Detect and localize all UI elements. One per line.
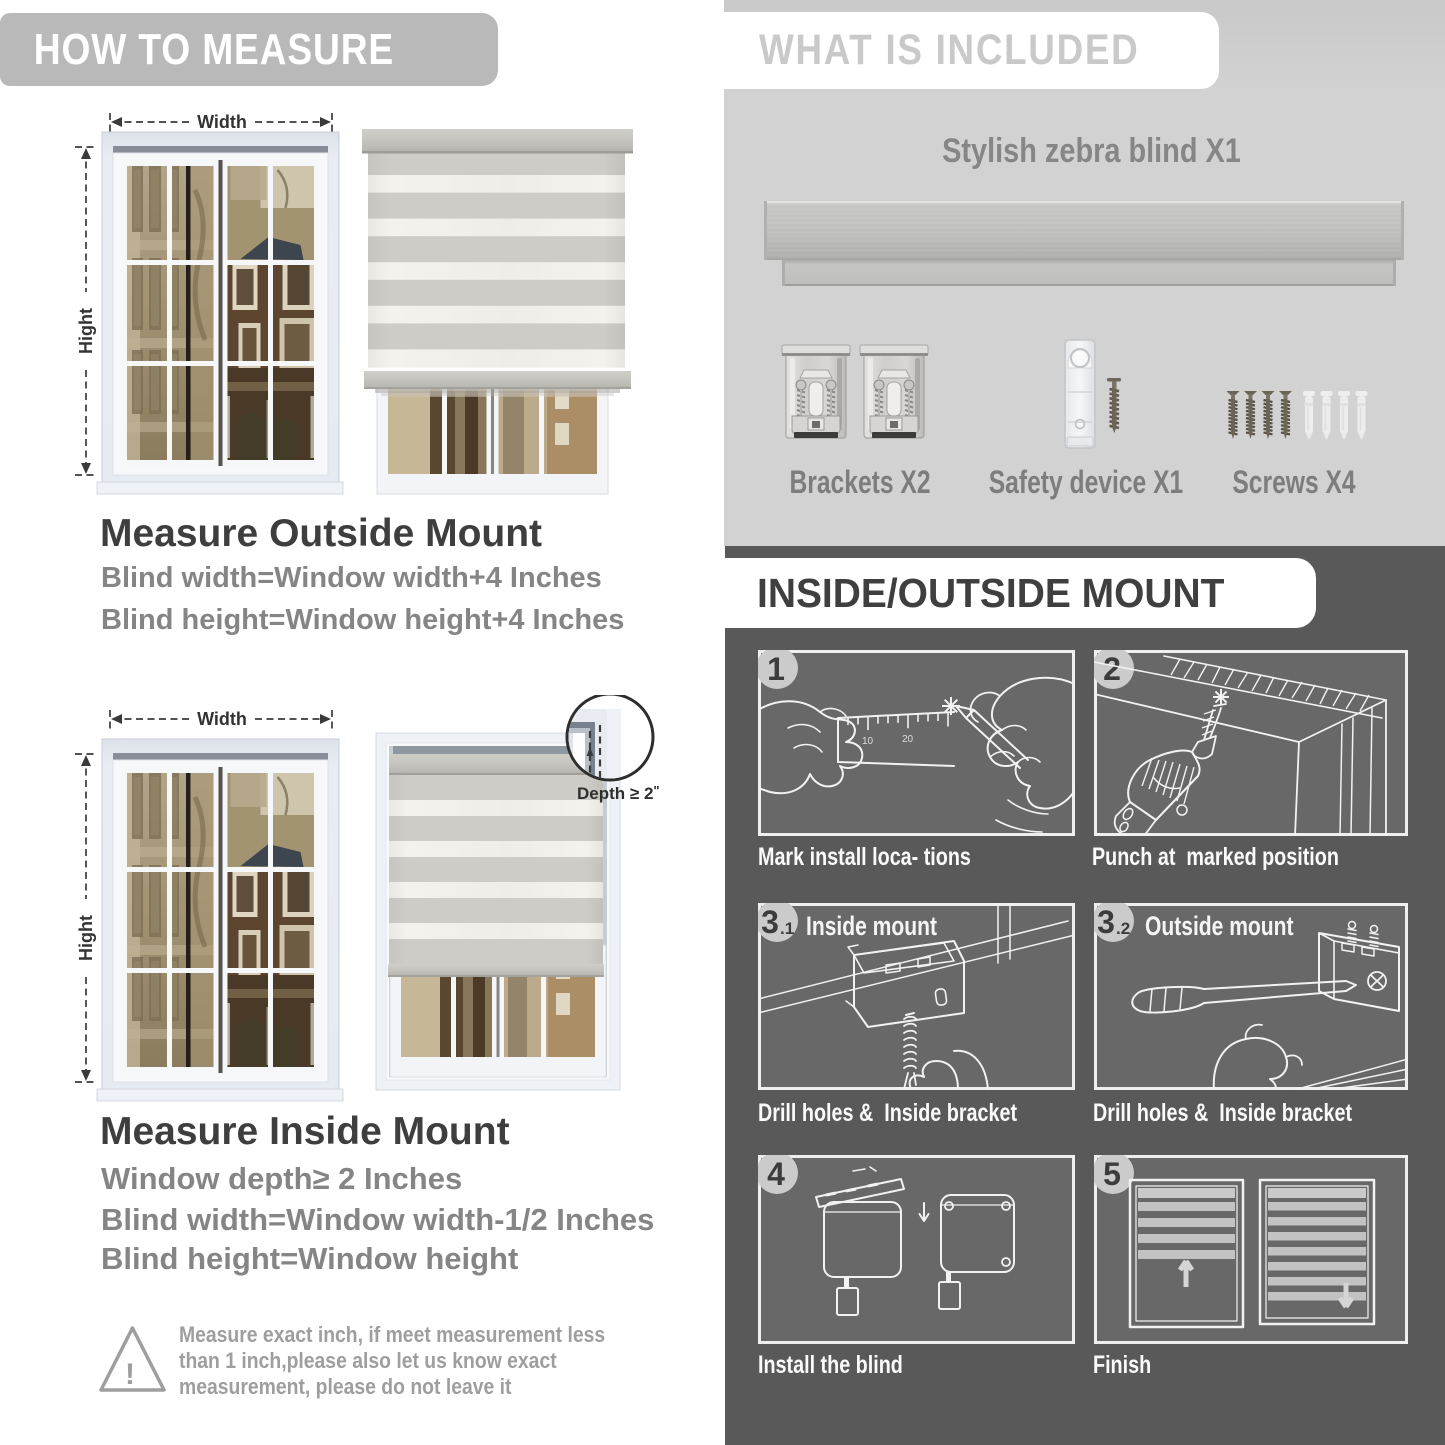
svg-text:20: 20	[902, 734, 914, 745]
svg-text:Hight: Hight	[76, 308, 96, 354]
svg-text:Outside mount: Outside mount	[1145, 912, 1294, 942]
svg-text:Width: Width	[197, 709, 247, 729]
svg-text:Width: Width	[197, 112, 247, 132]
svg-text:4: 4	[767, 1156, 785, 1192]
svg-text:5: 5	[1103, 1156, 1121, 1192]
svg-text:3: 3	[1097, 904, 1115, 940]
svg-text:3: 3	[761, 904, 779, 940]
svg-text:1: 1	[767, 651, 785, 687]
svg-text:10: 10	[862, 736, 874, 747]
svg-text:.1: .1	[780, 919, 794, 938]
svg-text:2: 2	[1103, 651, 1121, 687]
svg-text:!: !	[125, 1358, 135, 1391]
svg-text:Hight: Hight	[76, 915, 96, 961]
svg-text:.2: .2	[1116, 919, 1130, 938]
svg-text:Inside mount: Inside mount	[806, 912, 937, 942]
